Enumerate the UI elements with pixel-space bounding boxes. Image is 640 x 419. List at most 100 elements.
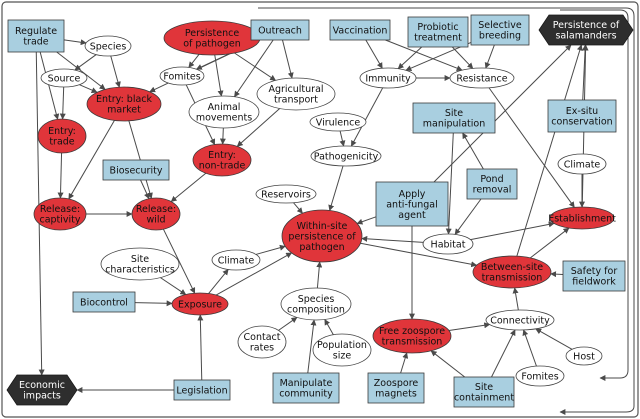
node-site-manipulation-shape <box>412 102 496 134</box>
node-entry-black-market-label-line: market <box>107 105 141 116</box>
node-between-site-transmission-shape <box>472 255 552 289</box>
node-biosecurity-shape <box>102 159 170 181</box>
feedback-loop-edge <box>560 9 629 381</box>
node-entry-non-trade-label-line: Entry: <box>208 150 236 161</box>
node-fomites-bottom-label-line: Fomites <box>521 371 558 382</box>
edge-contact_rates-to-species_composition <box>278 317 298 331</box>
edge-population_size-to-species_composition <box>324 318 334 335</box>
edge-habitat-to-establishment <box>470 221 555 241</box>
node-manipulate-community-shape <box>272 372 340 404</box>
node-within-site-persistence-of-pathogen-label-line: persistence of <box>288 231 356 242</box>
edge-animal_movements-to-entry_non_trade <box>219 127 226 145</box>
node-reservoirs-label-line: Reservoirs <box>261 189 311 200</box>
node-site-manipulation-label-line: Site <box>445 108 463 119</box>
node-exposure-label-line: Exposure <box>178 299 222 310</box>
edge-climate_mid-to-within_site <box>255 244 286 255</box>
node-exposure: Exposure <box>171 292 229 316</box>
node-climate-middle: Climate <box>211 249 261 271</box>
node-safety-for-fieldwork-label-line: Safety for <box>571 266 618 277</box>
node-species-composition-shape <box>280 287 352 321</box>
edge-pond_removal-to-site_manipulation <box>462 132 484 170</box>
node-fomites-bottom-shape <box>515 365 565 387</box>
node-outreach-label-line: Outreach <box>258 25 302 36</box>
node-immunity-label-line: Immunity <box>365 73 411 84</box>
node-animal-movements-shape <box>188 95 260 129</box>
node-outreach: Outreach <box>250 19 310 41</box>
node-biocontrol-shape <box>72 291 136 313</box>
node-connectivity-label: Connectivity <box>490 315 550 326</box>
node-release-wild-label-line: Release: <box>136 204 176 215</box>
node-agricultural-transport-shape <box>256 77 336 111</box>
edge-source-to-entry_trade <box>59 86 66 120</box>
node-climate-right-label-line: Climate <box>564 159 601 170</box>
node-fomites-top-label: Fomites <box>163 71 200 82</box>
edge-outreach-to-agricultural_transport <box>282 39 294 79</box>
node-site-containment-label-line: containment <box>454 393 514 404</box>
node-species-label: Species <box>90 41 127 52</box>
edge-species_composition-to-within_site <box>316 261 323 289</box>
node-site-characteristics-label-line: Site <box>131 254 149 265</box>
node-pathogenicity-label-line: Pathogenicity <box>314 151 379 162</box>
node-site-containment-label-line: Site <box>475 382 493 393</box>
edge-pathogenicity-to-within_site <box>328 165 344 212</box>
node-apply-anti-fungal-agent-label-line: anti-fungal <box>386 199 438 210</box>
node-probiotic-treatment-label-line: treatment <box>414 33 462 44</box>
node-release-wild: Release:wild <box>131 197 181 231</box>
node-immunity-shape <box>359 67 417 89</box>
edge-fomites_bottom-to-connectivity <box>522 329 537 367</box>
node-resistance-label: Resistance <box>456 73 507 84</box>
node-selective-breeding-label-line: Selective <box>478 20 522 31</box>
node-biocontrol-label: Biocontrol <box>80 297 128 308</box>
edge-site_manipulation-to-habitat <box>445 132 454 235</box>
edge-pond_removal-to-habitat <box>454 198 482 235</box>
node-host-label-line: Host <box>573 351 595 362</box>
edge-outreach-to-animal_movements <box>234 39 274 98</box>
edge-probiotic-to-resistance <box>451 46 474 69</box>
feedback-loop-edge-outer <box>258 7 635 415</box>
edge-immunity-to-pathogenicity <box>350 87 384 147</box>
node-biocontrol: Biocontrol <box>72 291 136 313</box>
node-source-label-line: Source <box>48 73 81 84</box>
edge-regulate_trade-to-entry_trade <box>39 51 60 120</box>
node-entry-trade: Entry:trade <box>37 118 87 154</box>
node-species-shape <box>84 35 132 57</box>
edge-zoospore_magnets-to-free_zoospore <box>400 352 409 374</box>
edge-exposure-to-climate_mid <box>208 269 229 294</box>
edge-species-to-source <box>74 54 97 71</box>
node-climate-right-shape <box>557 153 607 175</box>
edge-site_containment-to-free_zoospore <box>430 350 466 378</box>
node-manipulate-community-label-line: community <box>279 389 333 400</box>
edge-within_site-to-between_site <box>360 242 478 268</box>
node-legislation-label-line: Legislation <box>176 385 227 396</box>
node-virulence-shape <box>309 112 367 132</box>
node-release-wild-label-line: wild <box>146 215 165 226</box>
node-virulence: Virulence <box>309 112 367 132</box>
node-pathogenicity-shape <box>310 145 382 167</box>
edge-entry_black_market-to-release_wild <box>128 120 153 199</box>
node-species: Species <box>84 35 132 57</box>
node-population-size-label-line: size <box>333 351 352 362</box>
node-site-manipulation-label-line: manipulation <box>423 119 485 130</box>
node-selective-breeding-label-line: breeding <box>479 31 521 42</box>
node-species-composition-label-line: Species <box>298 294 335 305</box>
node-establishment-shape <box>549 206 615 230</box>
node-entry-trade-shape <box>37 118 87 154</box>
node-agricultural-transport-label-line: Agricultural <box>268 84 323 95</box>
node-selective-breeding-shape <box>470 14 530 46</box>
